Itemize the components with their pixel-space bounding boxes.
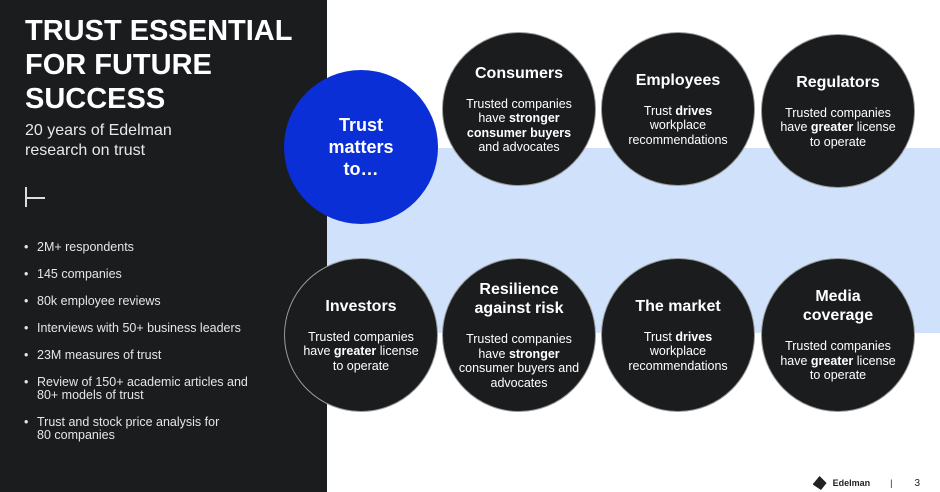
circle-title: The market [635, 297, 721, 315]
body-text: Trusted companies have [780, 105, 891, 135]
decorative-mark-icon [25, 187, 45, 207]
footer: Edelman | 3 [812, 476, 920, 490]
left-panel: TRUST ESSENTIAL FOR FUTURE SUCCESS 20 ye… [0, 0, 327, 492]
body-text: and advocates [478, 140, 560, 154]
circle-body: Trust drives workplace recommendations [614, 104, 742, 148]
body-bold: drives [675, 329, 713, 344]
circle-body: Trust drives workplace recommendations [614, 330, 742, 374]
circle-title: Investors [325, 297, 397, 315]
body-text: Trusted companies have [466, 332, 572, 361]
body-text: Trusted companies have [466, 96, 572, 126]
circle-title: Regulators [796, 73, 880, 91]
body-text: workplace recommendations [628, 344, 728, 373]
body-text: Trusted companies have [780, 339, 891, 368]
brand-name: Edelman [832, 478, 871, 488]
list-item: Interviews with 50+ business leaders [22, 322, 322, 336]
body-text: license to operate [332, 344, 419, 373]
divider: | [890, 478, 893, 488]
page-title: TRUST ESSENTIAL FOR FUTURE SUCCESS [25, 15, 292, 115]
subtitle: 20 years of Edelman research on trust [25, 122, 172, 159]
list-item: Review of 150+ academic articles and 80+… [22, 376, 252, 402]
facts-list: 2M+ respondents 145 companies 80k employ… [22, 241, 322, 456]
body-text: Trust [643, 329, 676, 344]
edelman-logo-icon [812, 476, 827, 490]
page-number: 3 [914, 477, 920, 489]
body-text: workplace recommendations [628, 118, 728, 147]
body-text: Trust [643, 103, 676, 118]
body-text: consumer buyers and advocates [458, 361, 580, 390]
circle-title: Resilience against risk [474, 281, 564, 317]
list-item: 145 companies [22, 268, 322, 282]
circle-title: Employees [635, 71, 721, 89]
circle-body: Trusted companies have greater license t… [297, 330, 425, 374]
body-text: license to operate [809, 353, 896, 383]
circle-body: Trusted companies have stronger consumer… [455, 97, 583, 155]
circle-body: Trusted companies have greater license t… [774, 106, 902, 150]
body-bold: greater [810, 120, 854, 135]
list-item: 2M+ respondents [22, 241, 322, 255]
circle-title: Media coverage [802, 288, 874, 325]
circle-title: Trust matters to… [328, 115, 394, 179]
list-item: Trust and stock price analysis for 80 co… [22, 416, 222, 442]
list-item: 80k employee reviews [22, 295, 322, 309]
body-text: Trusted companies have [303, 329, 414, 359]
body-bold: greater [810, 353, 854, 368]
body-bold: stronger [508, 346, 560, 361]
body-bold: greater [333, 344, 377, 359]
body-bold: stronger consumer buyers [466, 111, 572, 140]
list-item: 23M measures of trust [22, 349, 322, 363]
trust-matters-circle: Trust matters to… [284, 70, 438, 224]
circle-title: Consumers [474, 64, 564, 82]
circle-body: Trusted companies have greater license t… [774, 339, 902, 383]
circle-body: Trusted companies have stronger consumer… [455, 332, 583, 390]
body-bold: drives [675, 103, 713, 118]
body-text: license to operate [809, 120, 896, 149]
